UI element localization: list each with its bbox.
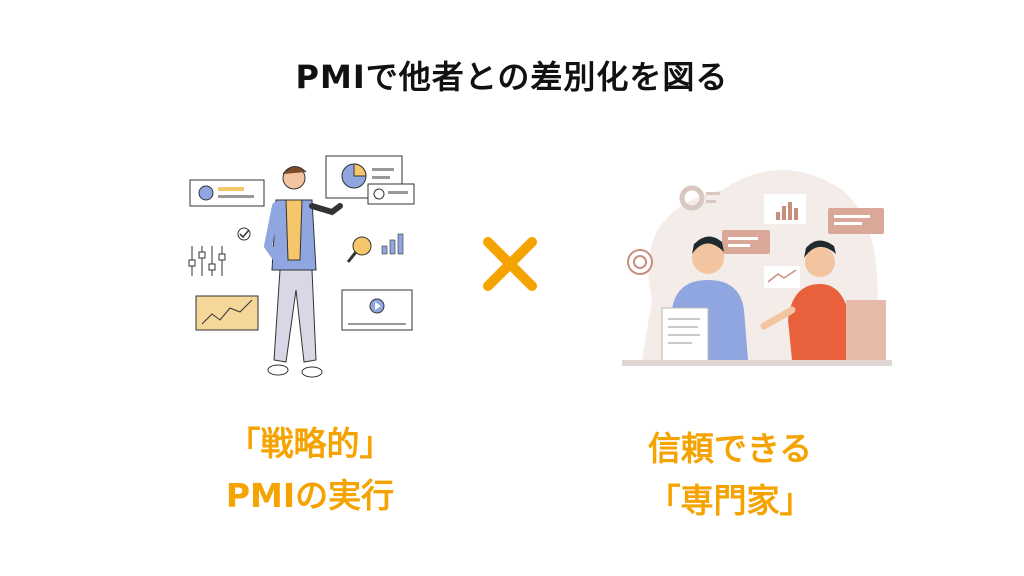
check-icon (237, 227, 251, 241)
user-card-icon (367, 183, 415, 205)
sliders-icon (188, 246, 226, 276)
caption-line: PMIの実行 (225, 476, 395, 515)
consultant-figure (661, 236, 748, 365)
consultation-illustration (622, 170, 892, 366)
video-player-icon (341, 289, 413, 331)
caption-line: 「戦略的」 (227, 424, 393, 463)
donut-chart-icon (679, 185, 720, 211)
trend-card-icon (764, 266, 800, 288)
line-chart-card-icon (195, 295, 259, 331)
presenter-figure (263, 166, 343, 378)
bar-chart-icon (381, 233, 404, 255)
multiply-icon (483, 237, 537, 291)
strategy-person-illustration (188, 155, 415, 378)
slide-title: PMIで他者との差別化を図る (295, 58, 729, 96)
speech-bubble-icon (828, 208, 884, 234)
speech-bubble-icon (722, 230, 770, 254)
caption-line: 「専門家」 (647, 481, 813, 520)
strategic-pmi-caption: 「戦略的」 PMIの実行 (160, 418, 460, 522)
bar-chart-card-icon (764, 194, 806, 224)
client-figure (760, 240, 850, 360)
target-icon (627, 249, 653, 275)
magnifier-icon (346, 236, 372, 263)
caption-line: 信頼できる (647, 429, 813, 468)
profile-card-icon (189, 179, 265, 207)
pie-chart-card-icon (325, 155, 403, 199)
trusted-expert-caption: 信頼できる 「専門家」 (580, 423, 880, 527)
